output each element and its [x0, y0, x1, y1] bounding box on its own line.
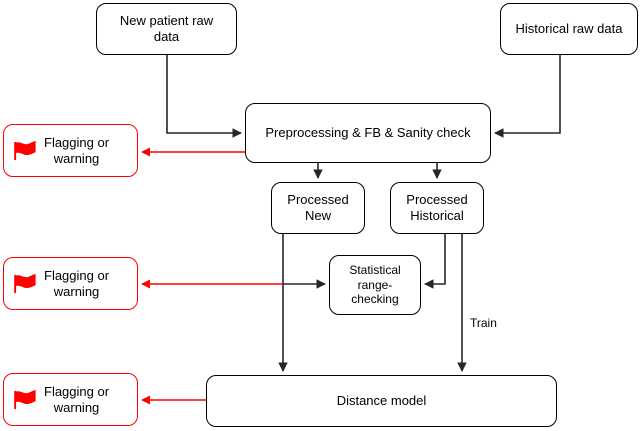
- node-flag_top[interactable]: Flagging or warning: [3, 124, 138, 177]
- red-flag-icon: [14, 140, 36, 160]
- node-label-new_raw: New patient raw data: [119, 13, 214, 44]
- node-proc_hist[interactable]: Processed Historical: [390, 182, 484, 234]
- node-label-proc_new: Processed New: [287, 192, 349, 223]
- edge-label-train: Train: [470, 316, 497, 330]
- node-flag_bottom[interactable]: Flagging or warning: [3, 373, 138, 426]
- red-flag-icon: [14, 273, 36, 293]
- edge-hist-raw-to-preprocess: [494, 55, 561, 138]
- node-label-distance: Distance model: [336, 393, 427, 409]
- node-flag_mid[interactable]: Flagging or warning: [3, 257, 138, 310]
- node-label-stat_range: Statistical range- checking: [349, 263, 401, 307]
- node-label-flag_bottom: Flagging or warning: [44, 383, 110, 415]
- node-label-proc_hist: Processed Historical: [406, 192, 468, 223]
- node-label-hist_raw: Historical raw data: [515, 21, 623, 37]
- node-proc_new[interactable]: Processed New: [271, 182, 365, 234]
- edge-proc-hist-to-stat-range: [424, 234, 446, 289]
- node-distance[interactable]: Distance model: [206, 375, 557, 427]
- node-hist_raw[interactable]: Historical raw data: [500, 3, 638, 55]
- node-preprocess[interactable]: Preprocessing & FB & Sanity check: [245, 103, 491, 163]
- node-new_raw[interactable]: New patient raw data: [96, 3, 237, 55]
- node-label-flag_mid: Flagging or warning: [44, 267, 110, 299]
- edge-new-raw-to-preprocess: [166, 55, 242, 138]
- node-label-preprocess: Preprocessing & FB & Sanity check: [265, 125, 471, 141]
- node-label-flag_top: Flagging or warning: [44, 134, 110, 166]
- node-stat_range[interactable]: Statistical range- checking: [329, 255, 421, 315]
- red-flag-icon: [14, 389, 36, 409]
